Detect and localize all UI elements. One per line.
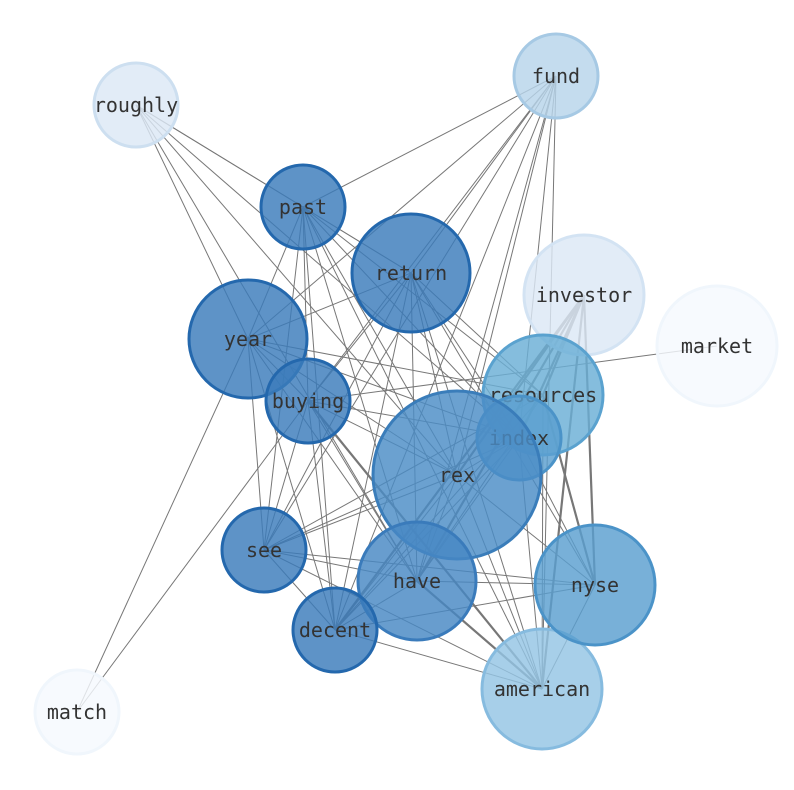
node-label-american: american <box>494 677 590 701</box>
node-decent: decent <box>291 586 379 674</box>
node-label-roughly: roughly <box>94 93 178 117</box>
edge-fund-year <box>247 75 557 340</box>
node-label-market: market <box>681 334 753 358</box>
node-label-match: match <box>47 700 107 724</box>
node-label-buying: buying <box>272 389 344 413</box>
node-label-rex: rex <box>439 463 475 487</box>
node-layer: market investor fund roughly match american ny… <box>33 32 779 756</box>
node-circle-have <box>356 520 478 642</box>
node-american: american <box>480 627 604 751</box>
node-market: market <box>655 284 779 408</box>
node-investor: investor <box>522 233 646 357</box>
node-circle-nyse <box>533 523 657 647</box>
node-nyse: nyse <box>533 523 657 647</box>
node-circle-year <box>187 278 309 400</box>
node-roughly: roughly <box>92 61 180 149</box>
node-fund: fund <box>512 32 600 120</box>
node-year: year <box>187 278 309 400</box>
node-circle-fund <box>512 32 600 120</box>
node-label-see: see <box>246 538 282 562</box>
node-circle-market <box>655 284 779 408</box>
node-label-have: have <box>393 569 441 593</box>
node-label-year: year <box>224 327 272 351</box>
node-label-past: past <box>279 195 327 219</box>
node-label-decent: decent <box>299 618 371 642</box>
node-return: return <box>350 212 472 334</box>
node-see: see <box>220 506 308 594</box>
node-label-nyse: nyse <box>571 573 619 597</box>
edge-roughly-index <box>135 104 520 439</box>
node-circle-match <box>33 668 121 756</box>
node-circle-buying <box>264 357 352 445</box>
node-circle-see <box>220 506 308 594</box>
node-past: past <box>259 163 347 251</box>
node-buying: buying <box>264 357 352 445</box>
node-circle-decent <box>291 586 379 674</box>
node-match: match <box>33 668 121 756</box>
node-label-return: return <box>375 261 447 285</box>
edge-fund-decent <box>334 75 557 631</box>
node-rex: rex <box>371 389 543 561</box>
node-have: have <box>356 520 478 642</box>
edge-fund-past <box>302 75 557 208</box>
edge-return-decent <box>334 272 412 631</box>
node-circle-past <box>259 163 347 251</box>
edge-year-match <box>76 338 249 713</box>
edge-buying-match <box>76 400 309 713</box>
node-label-fund: fund <box>532 64 580 88</box>
node-circle-return <box>350 212 472 334</box>
node-label-investor: investor <box>536 283 632 307</box>
node-circle-american <box>480 627 604 751</box>
node-circle-roughly <box>92 61 180 149</box>
